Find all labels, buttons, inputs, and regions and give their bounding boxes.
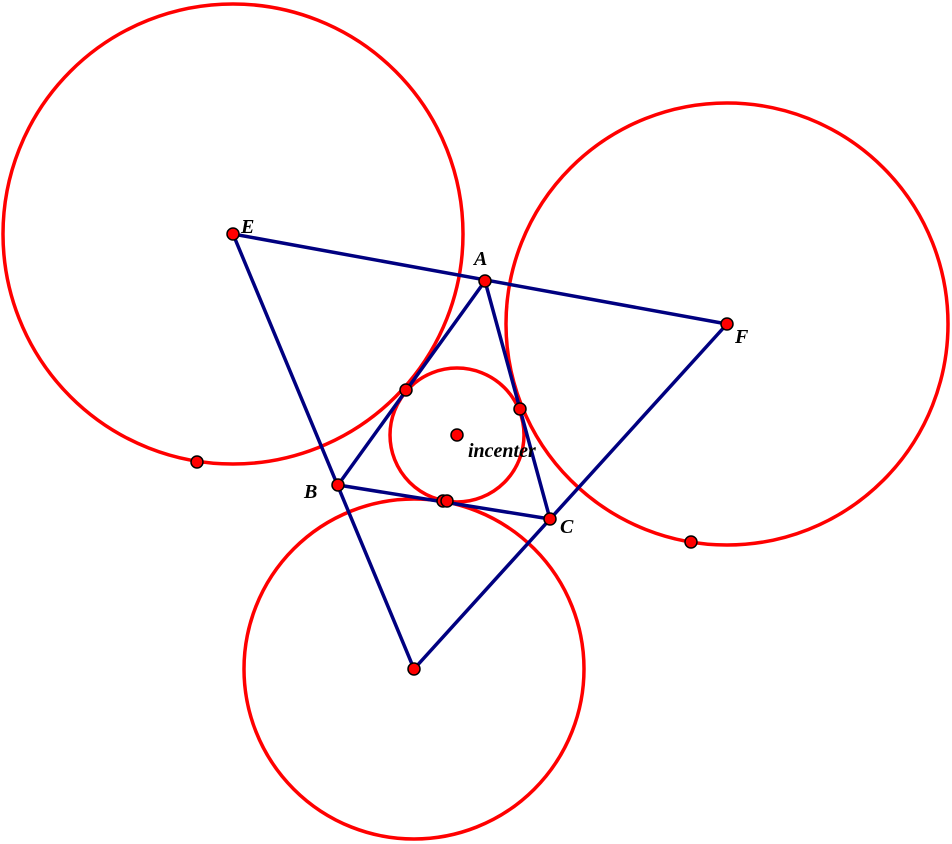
point-incenter[interactable] [450,428,464,442]
circle-bottom[interactable] [242,497,586,841]
label-e: E [240,216,254,238]
label-a: A [472,248,487,270]
segment-f-bottom[interactable] [412,322,729,671]
point-f[interactable] [720,317,734,331]
point-b[interactable] [331,478,345,492]
label-f: F [734,326,749,348]
point-a[interactable] [478,274,492,288]
label-b: B [303,481,317,503]
point-tangent-ac[interactable] [513,402,527,416]
point-on-circle-f[interactable] [684,535,698,549]
point-tangent-ab[interactable] [399,383,413,397]
point-e[interactable] [226,227,240,241]
point-tangent-bc-2[interactable] [440,494,454,508]
label-incenter: incenter [468,440,536,462]
incircle[interactable] [388,366,526,504]
segment-ab[interactable] [336,279,487,487]
circle-e[interactable] [1,2,465,466]
point-c[interactable] [543,512,557,526]
circle-f[interactable] [504,101,950,547]
segment-e-bottom[interactable] [231,232,416,671]
point-on-circle-e[interactable] [190,455,204,469]
label-c: C [560,516,574,538]
segment-ac[interactable] [483,279,552,521]
point-bottom-vertex[interactable] [407,662,421,676]
